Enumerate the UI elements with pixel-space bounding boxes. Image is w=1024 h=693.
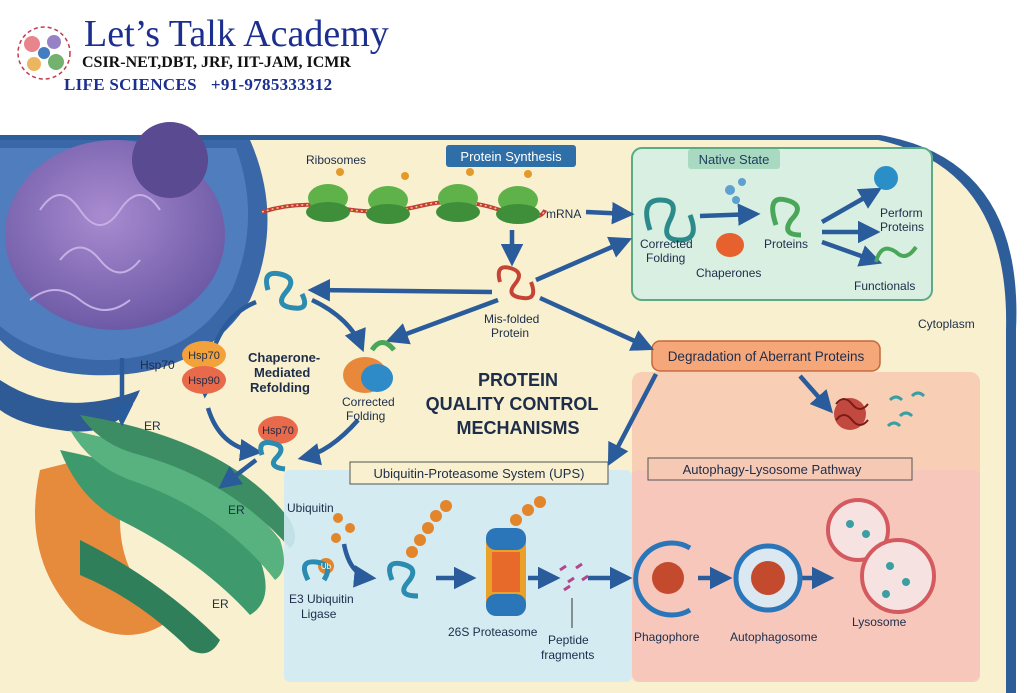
- e3-line2: Ligase: [301, 607, 337, 621]
- autophagosome-label: Autophagosome: [730, 630, 818, 644]
- er-golgi: [35, 415, 295, 654]
- refolding-title-line3: Refolding: [250, 380, 310, 395]
- misfolded-line2: Protein: [491, 326, 529, 340]
- misfolded-line1: Mis-folded: [484, 312, 539, 326]
- peptide-line1: Peptide: [548, 633, 589, 647]
- native-perform-line1: Perform: [880, 206, 923, 220]
- autophagy-header: [647, 457, 913, 481]
- degradation-header: [651, 340, 881, 372]
- ub-tag-label: Ub: [321, 562, 332, 571]
- native-perform-line2: Proteins: [880, 220, 924, 234]
- ups-header: [349, 461, 609, 485]
- ribosome-icons: [306, 168, 540, 224]
- brand-tagline: LIFE SCIENCES +91-9785333312: [64, 75, 332, 95]
- refolding-title-line1: Chaperone-: [248, 350, 320, 365]
- nucleus: [0, 122, 268, 432]
- ups-title: Ubiquitin-Proteasome System (UPS): [374, 466, 585, 481]
- refolding-art: [182, 270, 396, 472]
- e3-line1: E3 Ubiquitin: [289, 592, 354, 606]
- brand-phone: +91-9785333312: [210, 75, 333, 94]
- mrna-label: mRNA: [546, 207, 581, 221]
- phagophore-label: Phagophore: [634, 630, 700, 644]
- native-proteins: Proteins: [764, 237, 808, 251]
- ups-art: [301, 496, 589, 628]
- brand-subtitle: CSIR-NET,DBT, JRF, IIT-JAM, ICMR: [82, 54, 351, 71]
- refolding-corrected-line2: Folding: [346, 409, 385, 423]
- native-functionals: Functionals: [854, 279, 915, 293]
- hsp90-chip-label: Hsp90: [188, 375, 220, 387]
- main-title-line3: MECHANISMS: [456, 418, 579, 438]
- hsp70-bottom-label: Hsp70: [262, 425, 294, 437]
- flow-arrows: [110, 187, 883, 590]
- main-title-line2: QUALITY CONTROL: [426, 394, 599, 414]
- hsp70-chip-label: Hsp70: [188, 350, 220, 362]
- cytoplasm-label: Cytoplasm: [918, 317, 975, 331]
- ubiquitin-label: Ubiquitin: [287, 501, 334, 515]
- er-label-3: ER: [212, 597, 229, 611]
- synthesis-title: Protein Synthesis: [460, 149, 562, 164]
- degradation-title: Degradation of Aberrant Proteins: [668, 349, 865, 364]
- refolding-corrected-line1: Corrected: [342, 395, 395, 409]
- brand-life-sciences: LIFE SCIENCES: [64, 75, 197, 94]
- academy-logo-icon: [17, 26, 71, 80]
- er-label-2: ER: [228, 503, 245, 517]
- native-state-header: [688, 149, 780, 169]
- peptide-line2: fragments: [541, 648, 594, 662]
- er-label-1: ER: [144, 419, 161, 433]
- ribosomes-label: Ribosomes: [306, 153, 366, 167]
- brand-title: Let’s Talk Academy: [84, 13, 389, 55]
- lysosome-label: Lysosome: [852, 615, 907, 629]
- proteasome-label: 26S Proteasome: [448, 625, 538, 639]
- aggregate-art: [834, 391, 926, 430]
- misfolded-protein-art: [496, 265, 536, 301]
- native-corrected-line1: Corrected: [640, 237, 693, 251]
- autophagy-art: [633, 498, 936, 618]
- native-state-art: [644, 166, 918, 263]
- refolding-title-line2: Mediated: [254, 365, 310, 380]
- main-title-line1: PROTEIN: [478, 370, 558, 390]
- brand-header: Let’s Talk Academy CSIR-NET,DBT, JRF, II…: [10, 12, 430, 102]
- native-chaperones: Chaperones: [696, 266, 761, 280]
- native-state-title: Native State: [699, 152, 770, 167]
- autophagy-title: Autophagy-Lysosome Pathway: [683, 462, 862, 477]
- hsp70-left-label: Hsp70: [140, 358, 175, 372]
- synthesis-header: [446, 145, 576, 167]
- native-corrected-line2: Folding: [646, 251, 685, 265]
